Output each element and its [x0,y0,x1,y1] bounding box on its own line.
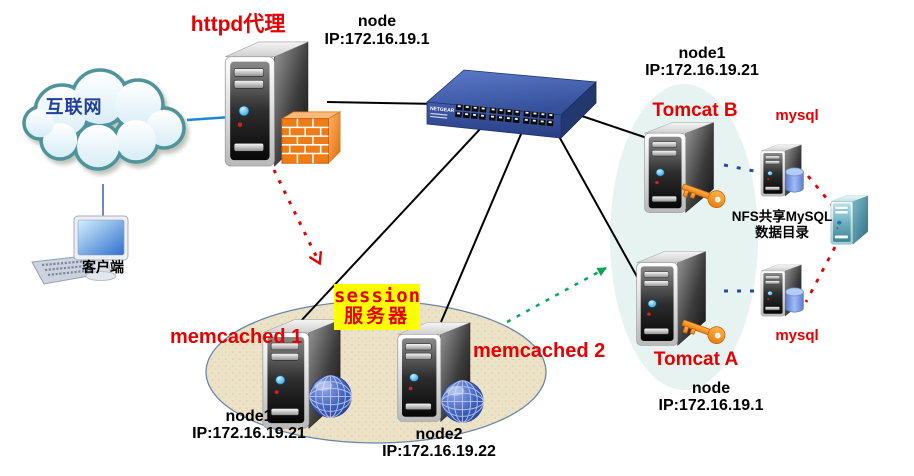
link-switch-tomcat-b [572,112,648,139]
memcached-1-label: memcached 1 [170,326,303,348]
network-switch-icon: NETGEAR [426,69,597,139]
mysql-top-label: mysql [775,107,819,124]
node-ip: IP:172.16.19.1 [324,31,430,48]
link-internet-httpd [186,115,232,122]
tomcat-mysql-links [723,163,760,293]
tomcat-b-node-annotation: node1 IP:172.16.19.21 [637,45,767,79]
node-name: node1 [678,45,726,62]
link-httpd-switch [326,101,442,105]
tomcat-a-label: Tomcat A [653,349,739,370]
switch-brand-text: NETGEAR [430,106,455,114]
node-ip: IP:172.16.19.1 [658,397,764,414]
internet-cloud-icon [22,68,186,171]
link-switch-tomcat-a [550,121,646,292]
memcached-2-label: memcached 2 [473,340,606,362]
globe-icon [308,374,353,419]
node-ip: IP:172.16.19.21 [192,425,306,442]
node-ip: IP:172.16.19.21 [645,62,759,79]
node-ip: IP:172.16.19.22 [382,443,496,460]
node-name: node [357,13,397,30]
nfs-note: NFS共享MySQL 数据目录 [724,209,840,241]
lan-links [299,101,648,323]
arrow-memcached-to-tomcat [506,266,607,324]
link-switch-memcached1 [299,112,496,323]
firewall-icon [280,108,342,170]
database-cylinder-icon [784,166,805,194]
tomcat-b-label: Tomcat B [652,100,738,121]
node-name: node [691,380,731,397]
memcached-2-node-annotation: node2 IP:172.16.19.22 [374,426,504,460]
nfs-note-line1: NFS共享MySQL [731,209,833,224]
internet-label: 互联网 [45,97,103,117]
session-server-callout: session 服务器 [334,284,422,331]
link-tomcatb-mysql [723,163,760,174]
session-line1: session [334,285,422,307]
link-switch-memcached2 [440,119,528,323]
link-nfs-mysqlbottom [804,246,837,303]
node-name: node2 [415,426,463,443]
node-name: node1 [225,408,273,425]
httpd-node-annotation: node IP:172.16.19.1 [315,13,439,49]
client-computer-icon [30,214,142,294]
client-label: 客户端 [82,259,124,275]
tomcat-a-node-annotation: node IP:172.16.19.1 [650,380,772,414]
arrow-httpd-to-session [272,169,323,266]
nfs-note-line2: 数据目录 [755,225,809,240]
memcached-1-node-annotation: node1 IP:172.16.19.21 [184,408,314,442]
httpd-proxy-label: httpd代理 [190,13,286,36]
mysql-bottom-label: mysql [775,327,819,344]
database-cylinder-icon [784,286,805,314]
globe-icon [440,379,485,424]
session-line2: 服务器 [343,305,410,327]
